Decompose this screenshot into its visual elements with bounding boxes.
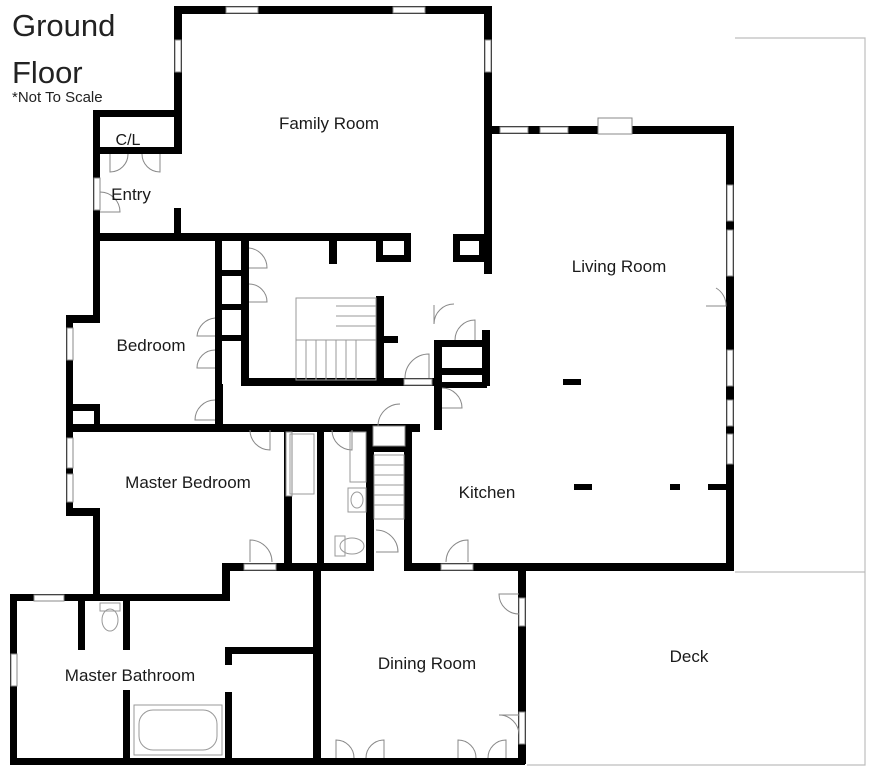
door-swings: [99, 153, 727, 759]
bathtub-icon: [133, 704, 223, 756]
room-label-bedroom: Bedroom: [117, 336, 186, 355]
room-label-living-room: Living Room: [572, 257, 667, 276]
room-label-family-room: Family Room: [279, 114, 379, 133]
deck-area: [527, 37, 866, 766]
staircase: [295, 297, 405, 520]
fixtures: [99, 431, 367, 756]
sink-icon: [347, 487, 367, 513]
room-label-deck: Deck: [670, 647, 709, 666]
floor-title: Ground Floor: [12, 2, 115, 96]
room-label-master-bedroom: Master Bedroom: [125, 473, 251, 492]
master-toilet-icon: [99, 602, 121, 632]
floor-title-line-2: Floor: [12, 55, 83, 90]
room-label-closet: C/L: [116, 132, 141, 149]
floor-title-line-1: Ground: [12, 8, 116, 43]
room-label-master-bathroom: Master Bathroom: [65, 666, 195, 685]
closet-shelf: [289, 433, 315, 495]
windows: [10, 6, 734, 745]
vanity: [349, 431, 367, 483]
scale-note: *Not To Scale: [12, 89, 103, 106]
room-label-entry: Entry: [111, 185, 151, 204]
toilet-icon: [334, 535, 365, 557]
room-label-kitchen: Kitchen: [459, 483, 516, 502]
room-label-dining-room: Dining Room: [378, 654, 476, 673]
